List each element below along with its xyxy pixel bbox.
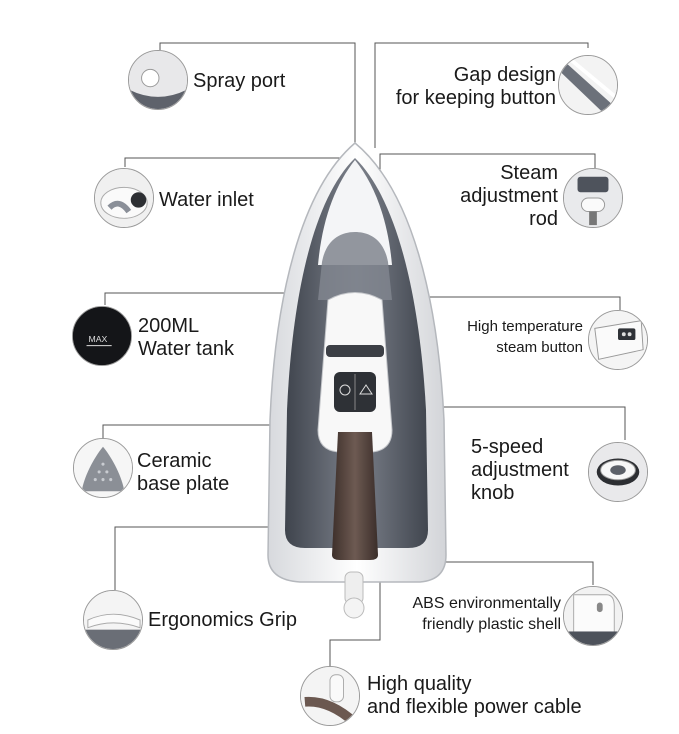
leader-high-temp	[368, 296, 621, 310]
leader-speed-knob	[380, 406, 626, 440]
grip-detail-image	[83, 590, 143, 650]
steam-rod-detail-image	[563, 168, 623, 228]
ceramic-plate-detail-image	[73, 438, 133, 498]
leader-abs-shell	[445, 561, 594, 585]
speed-knob-detail-image	[588, 442, 648, 502]
water-tank-label: 200ML Water tank	[138, 315, 234, 360]
water-inlet-detail-image	[94, 168, 154, 228]
grip-label: Ergonomics Grip	[148, 609, 297, 631]
ceramic-plate-label: Ceramic base plate	[137, 450, 230, 495]
leader-water-inlet	[124, 157, 340, 167]
speed-knob-label: 5-speed adjustment knob	[471, 436, 569, 504]
svg-text:MAX: MAX	[88, 334, 107, 344]
steam-rod-label: Steam adjustment rod	[460, 162, 558, 230]
high-temp-button-detail-image	[588, 310, 648, 370]
leader-ceramic	[102, 424, 273, 438]
spray-port-detail-image	[128, 50, 188, 110]
water-tank-detail-image: MAX	[72, 306, 132, 366]
leader-gap-design	[374, 42, 589, 148]
leader-water-tank	[104, 292, 300, 305]
water-inlet-label: Water inlet	[159, 189, 254, 211]
power-cable-label: High quality and flexible power cable	[367, 673, 582, 718]
power-cable-detail-image	[300, 666, 360, 726]
high-temp-button-label: High temperature steam button	[467, 318, 583, 356]
leader-spray-port	[159, 42, 356, 150]
spray-port-label: Spray port	[193, 70, 286, 92]
gap-design-label: Gap design for keeping button	[395, 64, 556, 109]
abs-shell-detail-image	[563, 586, 623, 646]
gap-design-detail-image	[558, 55, 618, 115]
leader-cable	[329, 572, 381, 666]
abs-shell-label: ABS environmentally friendly plastic she…	[412, 595, 561, 633]
